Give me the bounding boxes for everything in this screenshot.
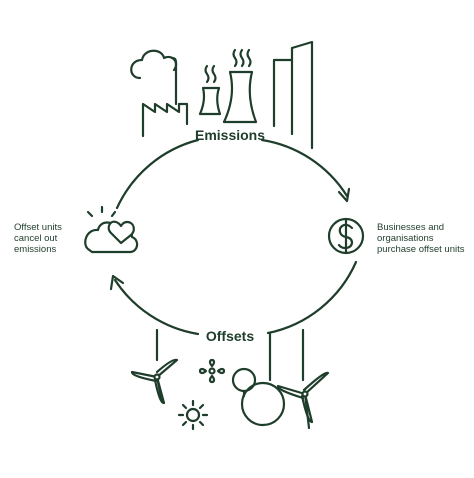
cooling-tower-large-icon bbox=[222, 70, 258, 124]
caption-line: cancel out bbox=[14, 233, 58, 244]
wind-turbine-icon bbox=[130, 358, 179, 405]
emissions-label: Emissions bbox=[195, 127, 265, 143]
offsets-label: Offsets bbox=[206, 328, 254, 344]
tall-building-icon bbox=[272, 58, 294, 136]
flower-icon bbox=[198, 358, 226, 384]
cycle-ring bbox=[109, 138, 358, 336]
cycle-arc-top-right bbox=[260, 138, 349, 198]
sun-icon bbox=[177, 399, 209, 431]
arrow-head-left-icon bbox=[109, 274, 125, 291]
caption-line: emissions bbox=[14, 244, 57, 255]
caption-line: organisations bbox=[377, 233, 434, 244]
offset-projects-icons bbox=[130, 328, 330, 431]
cooling-tower-small-icon bbox=[198, 86, 222, 116]
steam-icon bbox=[204, 64, 210, 84]
sun-rays-icon bbox=[86, 205, 117, 218]
caption-line: purchase offset units bbox=[377, 244, 465, 255]
wind-turbine-icon bbox=[276, 371, 330, 430]
trees-icon bbox=[231, 367, 286, 427]
offset-units-caption: Offset units cancel out emissions bbox=[14, 222, 62, 255]
dollar-coin-icon bbox=[327, 217, 365, 255]
cycle-arc-top-left bbox=[115, 138, 200, 210]
cloud-sun-heart-icon bbox=[84, 205, 139, 254]
cycle-arc-bottom-left bbox=[113, 278, 200, 336]
caption-line: Businesses and bbox=[377, 222, 445, 233]
smoke-cloud-icon bbox=[130, 49, 178, 80]
factory-icon bbox=[130, 40, 314, 150]
caption-line: Offset units bbox=[14, 222, 62, 233]
purchase-caption: Businesses and organisations purchase of… bbox=[377, 222, 465, 255]
arrow-head-right-icon bbox=[337, 187, 351, 203]
cycle-arc-right bbox=[266, 260, 358, 335]
heart-icon bbox=[107, 220, 135, 245]
